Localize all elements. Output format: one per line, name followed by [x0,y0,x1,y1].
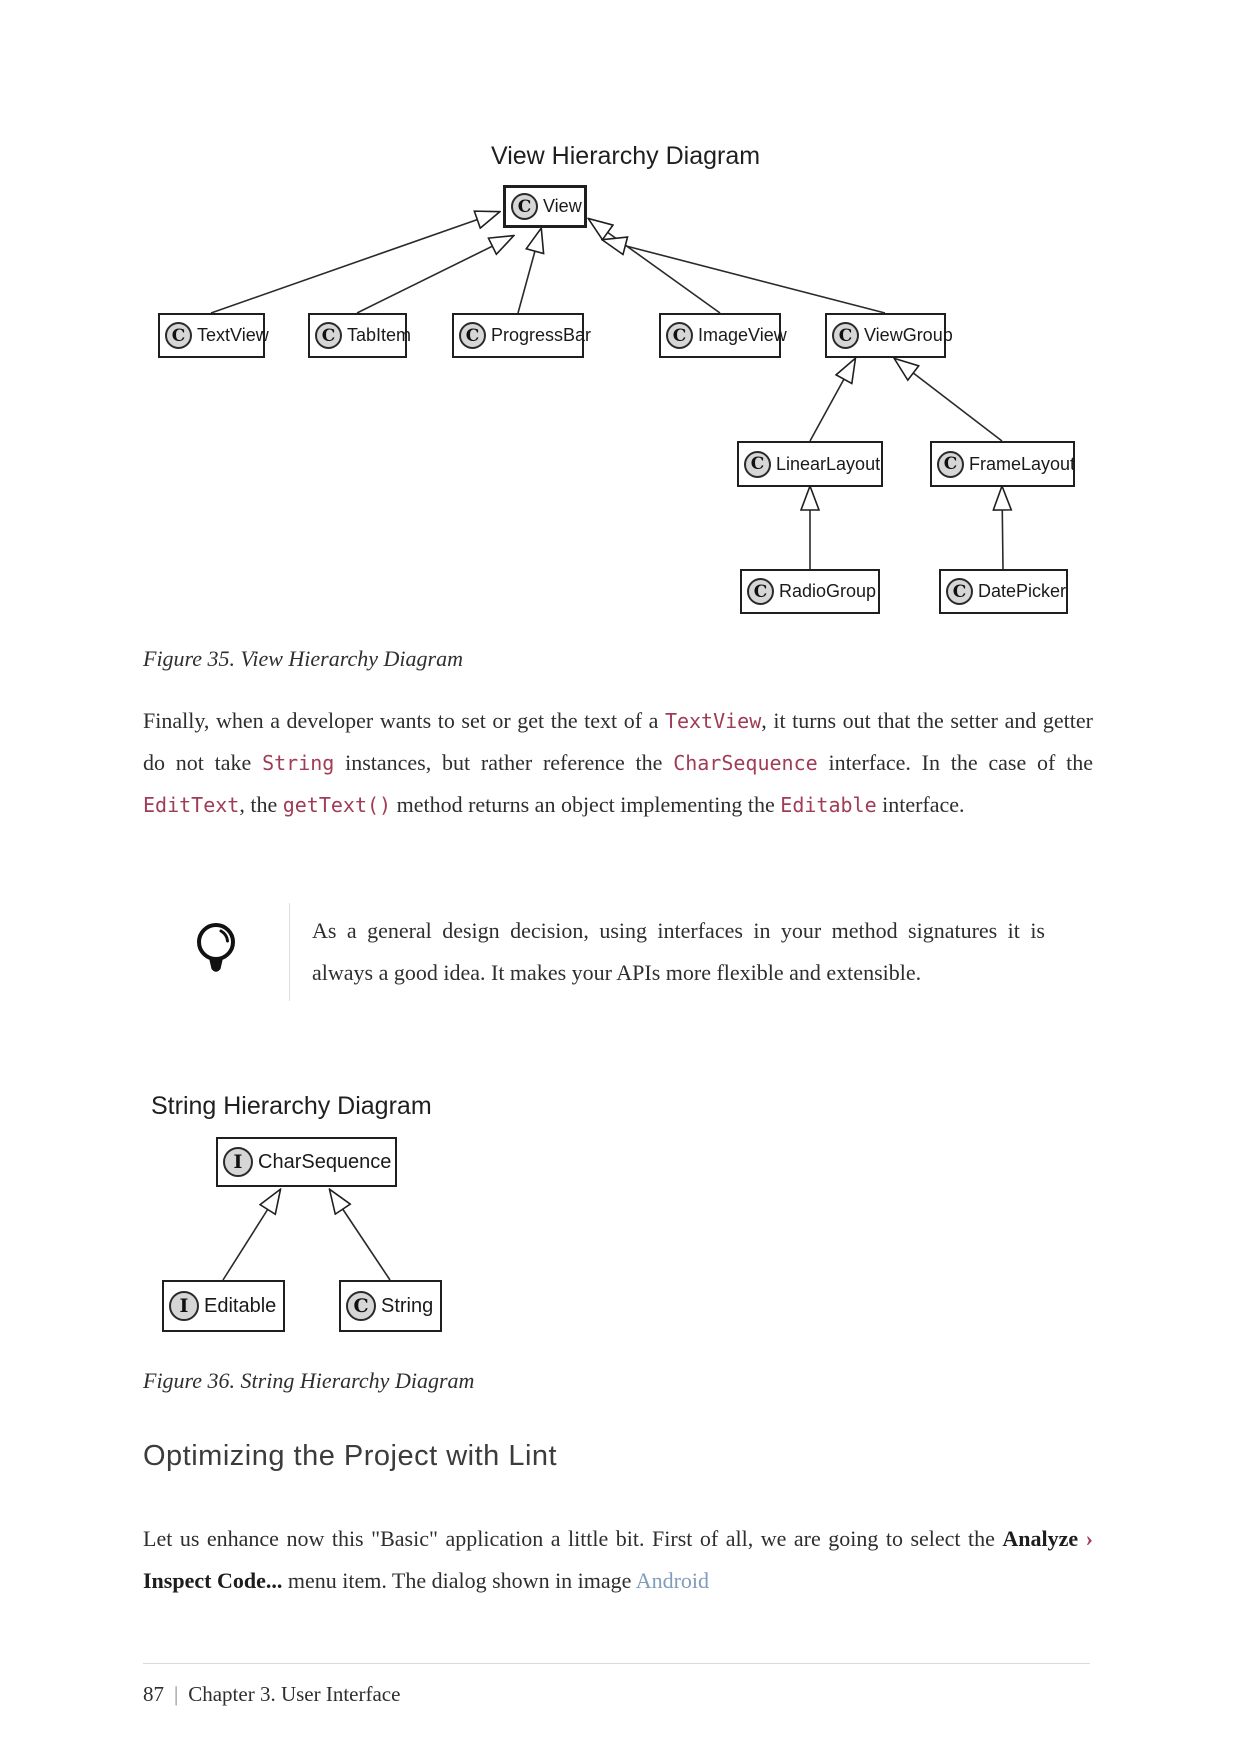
class-icon: C [747,578,774,605]
footer-divider [143,1663,1090,1664]
uml-node-view: C View [503,185,587,228]
uml-node-label: Editable [204,1294,277,1317]
uml-node-radiogroup: C RadioGroup [740,569,880,614]
code-segment: String [262,751,335,775]
uml-node-label: FrameLayout [969,453,1076,474]
uml-node-datepicker: C DatePicker [939,569,1068,614]
diagram-connectors [210,140,1100,570]
class-icon: C [459,322,486,349]
figure-35-caption: Figure 35. View Hierarchy Diagram [143,646,463,671]
tip-admonition: As a general design decision, using inte… [143,903,1093,1001]
uml-node-label: DatePicker [978,581,1067,601]
uml-node-charsequence: I CharSequence [216,1137,397,1187]
text-segment: menu item. The dialog shown in image [282,1568,636,1593]
text-segment: Finally, when a developer wants to set o… [143,708,665,733]
uml-node-label: ViewGroup [864,325,953,345]
paragraph-textview: Finally, when a developer wants to set o… [143,700,1093,826]
uml-node-textview: C TextView [158,313,269,358]
class-icon: C [937,450,964,478]
class-icon: C [946,578,973,605]
tip-text: As a general design decision, using inte… [289,903,1093,1001]
uml-node-label: View [543,196,582,216]
tip-icon-cell [143,903,289,1001]
uml-node-label: ImageView [698,325,787,345]
class-icon: C [315,322,342,349]
uml-node-tabitem: C TabItem [308,313,411,358]
menu-path-separator: › [1078,1526,1094,1551]
class-icon: C [346,1291,376,1321]
page-number: 87 [143,1682,164,1706]
uml-node-label: TabItem [347,325,412,345]
class-icon: C [832,322,859,349]
class-icon: C [165,322,192,349]
chapter-title: Chapter 3. User Interface [188,1682,401,1706]
code-segment: EditText [143,793,240,817]
page-footer: 87 | Chapter 3. User Interface [143,1682,400,1707]
text-segment: interface. In the case of the [817,750,1094,775]
code-segment: Editable [780,793,877,817]
diagram-connectors [222,1080,391,1281]
menu-path-analyze: Analyze [1002,1526,1079,1551]
class-icon: C [511,193,538,220]
string-hierarchy-diagram: String Hierarchy Diagram I CharSequence … [140,1080,570,1360]
figure-36-caption: Figure 36. String Hierarchy Diagram [143,1368,475,1393]
text-segment: instances, but rather reference the [334,750,674,775]
android-link[interactable]: Android [635,1568,710,1593]
uml-node-label: RadioGroup [779,581,877,601]
view-hierarchy-diagram: View Hierarchy Diagram C View [140,140,1100,625]
uml-node-linearlayout: C LinearLayout [737,441,883,487]
uml-node-editable: I Editable [162,1280,285,1332]
uml-node-viewgroup: C ViewGroup [825,313,953,358]
string-diagram-title: String Hierarchy Diagram [151,1092,432,1120]
view-diagram-title: View Hierarchy Diagram [491,142,761,170]
section-heading: Optimizing the Project with Lint [143,1440,558,1472]
uml-node-imageview: C ImageView [659,313,787,358]
uml-node-label: TextView [197,325,269,345]
code-segment: CharSequence [673,751,818,775]
uml-node-progressbar: C ProgressBar [452,313,591,358]
text-segment: Let us enhance now this "Basic" applicat… [143,1526,1003,1551]
uml-node-framelayout: C FrameLayout [930,441,1075,487]
text-segment: interface. [876,792,965,817]
footer-separator: | [174,1682,179,1706]
text-segment: , the [239,792,283,817]
uml-node-string: C String [339,1280,442,1332]
text-segment: method returns an object implementing th… [391,792,781,817]
code-segment: TextView [664,709,762,733]
class-icon: C [666,322,693,349]
paragraph-lint: Let us enhance now this "Basic" applicat… [143,1518,1093,1602]
code-segment: getText() [282,793,392,817]
interface-icon: I [169,1291,199,1321]
uml-node-label: ProgressBar [491,325,592,345]
text-segment: , it turns out that the setter and gette… [143,708,1093,775]
lightbulb-icon [197,923,235,972]
uml-node-label: String [381,1294,434,1317]
interface-icon: I [223,1147,253,1177]
uml-node-label: CharSequence [258,1150,392,1173]
menu-path-inspect-code: Inspect Code... [143,1568,283,1593]
class-icon: C [744,450,771,478]
uml-node-label: LinearLayout [776,453,881,474]
